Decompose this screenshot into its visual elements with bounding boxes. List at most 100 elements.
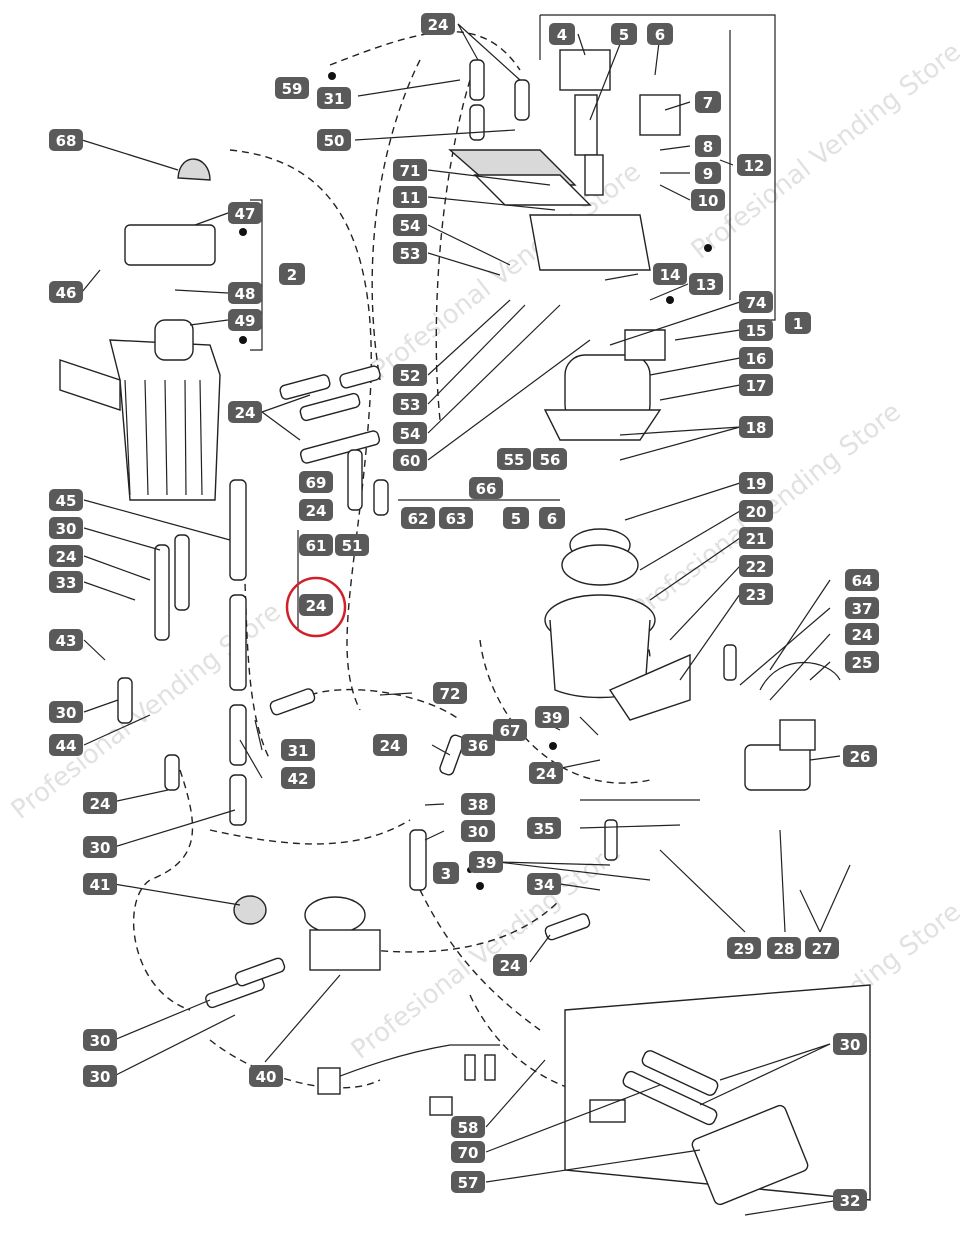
- callout-number: 6: [547, 510, 557, 528]
- callout-46: 46: [49, 281, 83, 303]
- callout-48: 48: [228, 282, 262, 304]
- callout-40: 40: [249, 1065, 283, 1087]
- callout-number: 39: [476, 854, 497, 872]
- callout-number: 37: [852, 600, 873, 618]
- callout-31: 31: [281, 739, 315, 761]
- callout-badge: [228, 309, 262, 331]
- callout-badge: [433, 682, 467, 704]
- callout-number: 33: [56, 574, 77, 592]
- callout-badge: [845, 623, 879, 645]
- callout-5: 5: [503, 507, 529, 529]
- callout-32: 32: [833, 1189, 867, 1211]
- callout-23: 23: [739, 583, 773, 605]
- callout-badge: [845, 651, 879, 673]
- callout-badge: [401, 507, 435, 529]
- callout-badge: [275, 77, 309, 99]
- callout-31: 31: [317, 87, 351, 109]
- callout-badge: [739, 291, 773, 313]
- callout-badge: [317, 87, 351, 109]
- callout-49: 49: [228, 309, 262, 331]
- callout-number: 28: [774, 940, 795, 958]
- callout-badge: [393, 242, 427, 264]
- callout-28: 28: [767, 937, 801, 959]
- callout-number: 24: [536, 765, 557, 783]
- callout-60: 60: [393, 449, 427, 471]
- callout-22: 22: [739, 555, 773, 577]
- callout-badge: [785, 312, 811, 334]
- callout-64: 64: [845, 569, 879, 591]
- callout-55: 55: [497, 448, 531, 470]
- callout-badge: [49, 571, 83, 593]
- callout-41: 41: [83, 873, 117, 895]
- callout-badge: [228, 401, 262, 423]
- callout-39: 39: [469, 851, 503, 873]
- callout-number: 61: [306, 537, 327, 555]
- callout-number: 32: [840, 1192, 861, 1210]
- callout-number: 25: [852, 654, 873, 672]
- callout-badge: [533, 448, 567, 470]
- callout-number: 30: [56, 704, 77, 722]
- callout-badge: [739, 416, 773, 438]
- callout-number: 59: [282, 80, 303, 98]
- callout-number: 49: [235, 312, 256, 330]
- callout-badge: [611, 23, 637, 45]
- callout-badge: [393, 186, 427, 208]
- callout-number: 3: [441, 865, 451, 883]
- callout-badge: [549, 23, 575, 45]
- callout-badge: [83, 1029, 117, 1051]
- hose-lines: [132, 31, 651, 1101]
- callout-24: 24: [421, 13, 455, 35]
- callout-3: 3: [433, 862, 459, 884]
- callout-number: 12: [744, 157, 765, 175]
- callout-number: 24: [852, 626, 873, 644]
- callout-number: 42: [288, 770, 309, 788]
- callout-badge: [653, 263, 687, 285]
- callout-number: 50: [324, 132, 345, 150]
- callout-21: 21: [739, 527, 773, 549]
- callout-12: 12: [737, 154, 771, 176]
- callout-badge: [393, 214, 427, 236]
- callout-number: 54: [400, 425, 421, 443]
- callout-50: 50: [317, 129, 351, 151]
- callout-badge: [439, 507, 473, 529]
- callout-badge: [739, 472, 773, 494]
- callout-number: 45: [56, 492, 77, 510]
- callout-badge: [695, 91, 721, 113]
- callout-16: 16: [739, 347, 773, 369]
- callout-badge: [689, 273, 723, 295]
- callout-24: 24: [299, 499, 333, 521]
- callout-number: 72: [440, 685, 461, 703]
- callout-63: 63: [439, 507, 473, 529]
- callout-badge: [393, 159, 427, 181]
- callout-badge: [805, 937, 839, 959]
- callout-badge: [695, 135, 721, 157]
- callout-24: 24: [493, 954, 527, 976]
- callout-number: 67: [500, 722, 521, 740]
- callout-37: 37: [845, 597, 879, 619]
- callout-badge: [451, 1141, 485, 1163]
- callout-26: 26: [843, 745, 877, 767]
- callout-number: 15: [746, 322, 767, 340]
- callout-43: 43: [49, 629, 83, 651]
- callout-badge: [299, 594, 333, 616]
- callout-29: 29: [727, 937, 761, 959]
- callout-number: 26: [850, 748, 871, 766]
- callout-10: 10: [691, 189, 725, 211]
- callout-badge: [691, 189, 725, 211]
- callout-number: 68: [56, 132, 77, 150]
- callout-number: 40: [256, 1068, 277, 1086]
- callout-badge: [49, 281, 83, 303]
- callout-38: 38: [461, 793, 495, 815]
- callout-45: 45: [49, 489, 83, 511]
- callout-number: 5: [511, 510, 521, 528]
- callout-number: 24: [56, 548, 77, 566]
- callout-badge: [527, 817, 561, 839]
- callout-badge: [739, 555, 773, 577]
- callout-30: 30: [461, 820, 495, 842]
- wire-harness: [317, 1044, 500, 1116]
- callout-61: 61: [299, 534, 333, 556]
- callout-number: 24: [90, 795, 111, 813]
- callout-badge: [49, 701, 83, 723]
- callout-number: 24: [235, 404, 256, 422]
